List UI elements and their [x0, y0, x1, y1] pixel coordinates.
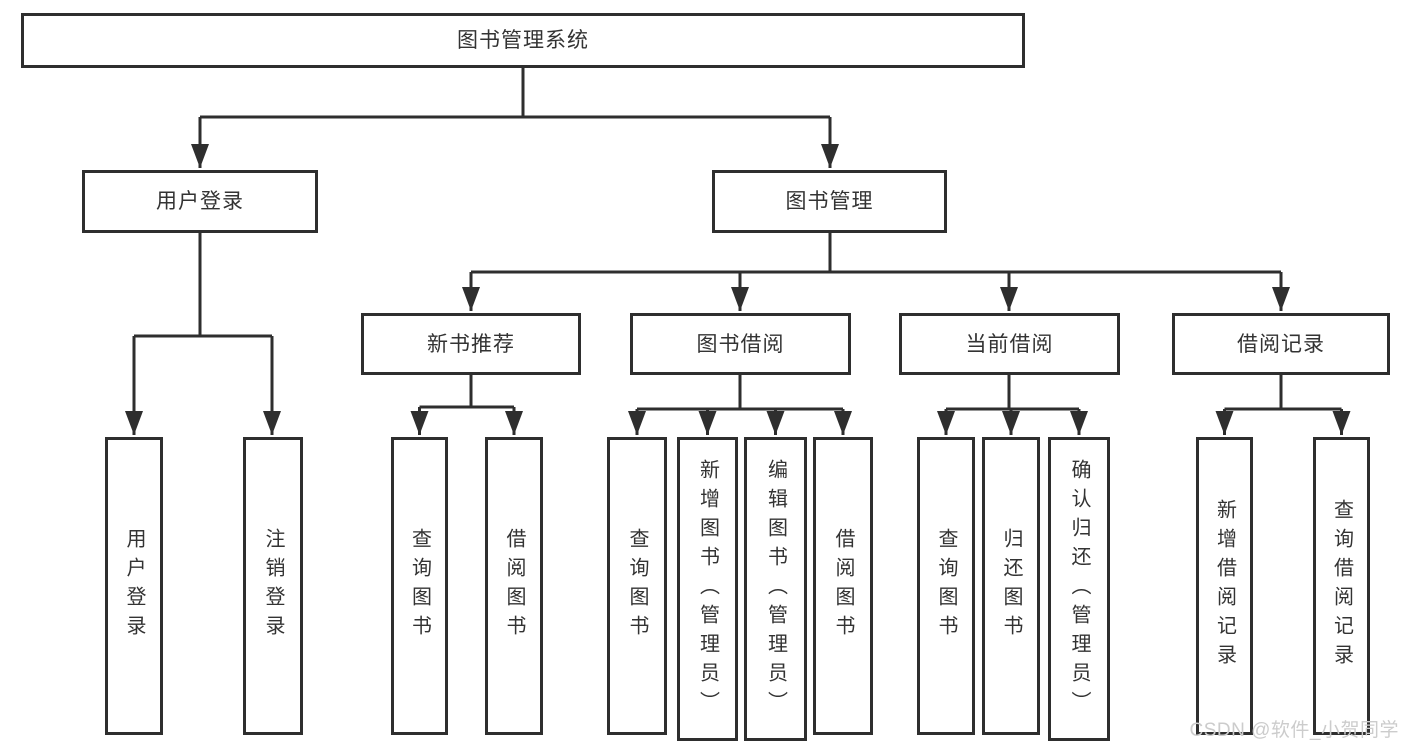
node-book-borrow: 图书借阅: [630, 313, 851, 375]
node-current-return-book: 归还图书: [982, 437, 1040, 735]
node-newbook-query-book: 查询图书: [391, 437, 448, 735]
node-book-management: 图书管理: [712, 170, 947, 233]
node-records-query-record: 查询借阅记录: [1313, 437, 1370, 735]
csdn-watermark: CSDN @软件_小贺同学: [1189, 720, 1399, 741]
node-logout-action: 注销登录: [243, 437, 303, 735]
node-newbook-borrow-book: 借阅图书: [485, 437, 543, 735]
node-borrow-add-book-admin: 新增图书（管理员）: [677, 437, 738, 741]
node-records-add-record: 新增借阅记录: [1196, 437, 1253, 735]
node-current-confirm-return-admin: 确认归还（管理员）: [1048, 437, 1110, 741]
node-user-login: 用户登录: [82, 170, 318, 233]
node-user-login-action: 用户登录: [105, 437, 163, 735]
node-new-book-recommend: 新书推荐: [361, 313, 581, 375]
node-current-query-book: 查询图书: [917, 437, 975, 735]
node-root: 图书管理系统: [21, 13, 1025, 68]
node-borrow-query-book: 查询图书: [607, 437, 667, 735]
connector-lines: [125, 68, 1351, 435]
node-borrow-borrow-book: 借阅图书: [813, 437, 873, 735]
node-current-borrow: 当前借阅: [899, 313, 1120, 375]
node-borrow-records: 借阅记录: [1172, 313, 1390, 375]
node-borrow-edit-book-admin: 编辑图书（管理员）: [744, 437, 807, 741]
